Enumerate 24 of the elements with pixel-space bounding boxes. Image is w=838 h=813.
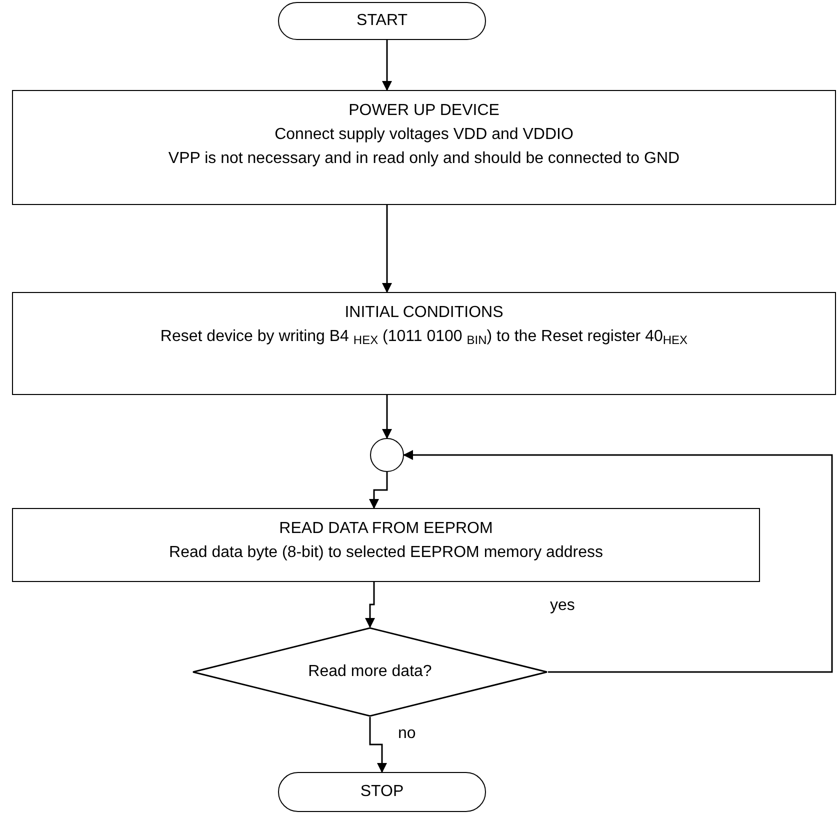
- arrow: [365, 582, 375, 628]
- terminal-box: [278, 772, 486, 812]
- box-text: VPP is not necessary and in read only and should be connected to GND: [167, 149, 681, 169]
- box-heading: POWER UP DEVICE: [348, 101, 500, 121]
- circle-connector: [370, 438, 404, 472]
- box-text: Connect supply voltages VDD and VDDIO: [274, 125, 574, 145]
- box-text: Read more data?: [308, 662, 432, 682]
- process-box: [12, 292, 836, 395]
- terminal-box: [278, 2, 486, 40]
- box-text: START: [356, 11, 408, 31]
- arrow: [369, 472, 388, 509]
- box-heading: READ DATA FROM EEPROM: [278, 519, 494, 539]
- arrow: [382, 40, 392, 91]
- arrow: [382, 395, 392, 439]
- box-text: Reset device by writing B4 $_{HEX}$ (1011 0100 $_{BIN}$) to the Reset register 40$_{HEX}$: [159, 327, 689, 349]
- process-box: [12, 508, 760, 582]
- box-text: STOP: [360, 782, 404, 802]
- arrow: [369, 717, 387, 773]
- decision-diamond: [192, 627, 548, 717]
- process-box: [12, 90, 836, 205]
- arrow: [403, 450, 833, 673]
- arrow: [382, 205, 392, 293]
- box-text: Read data byte (8-bit) to selected EEPROM memory address: [168, 543, 604, 563]
- box-heading: INITIAL CONDITIONS: [344, 303, 504, 323]
